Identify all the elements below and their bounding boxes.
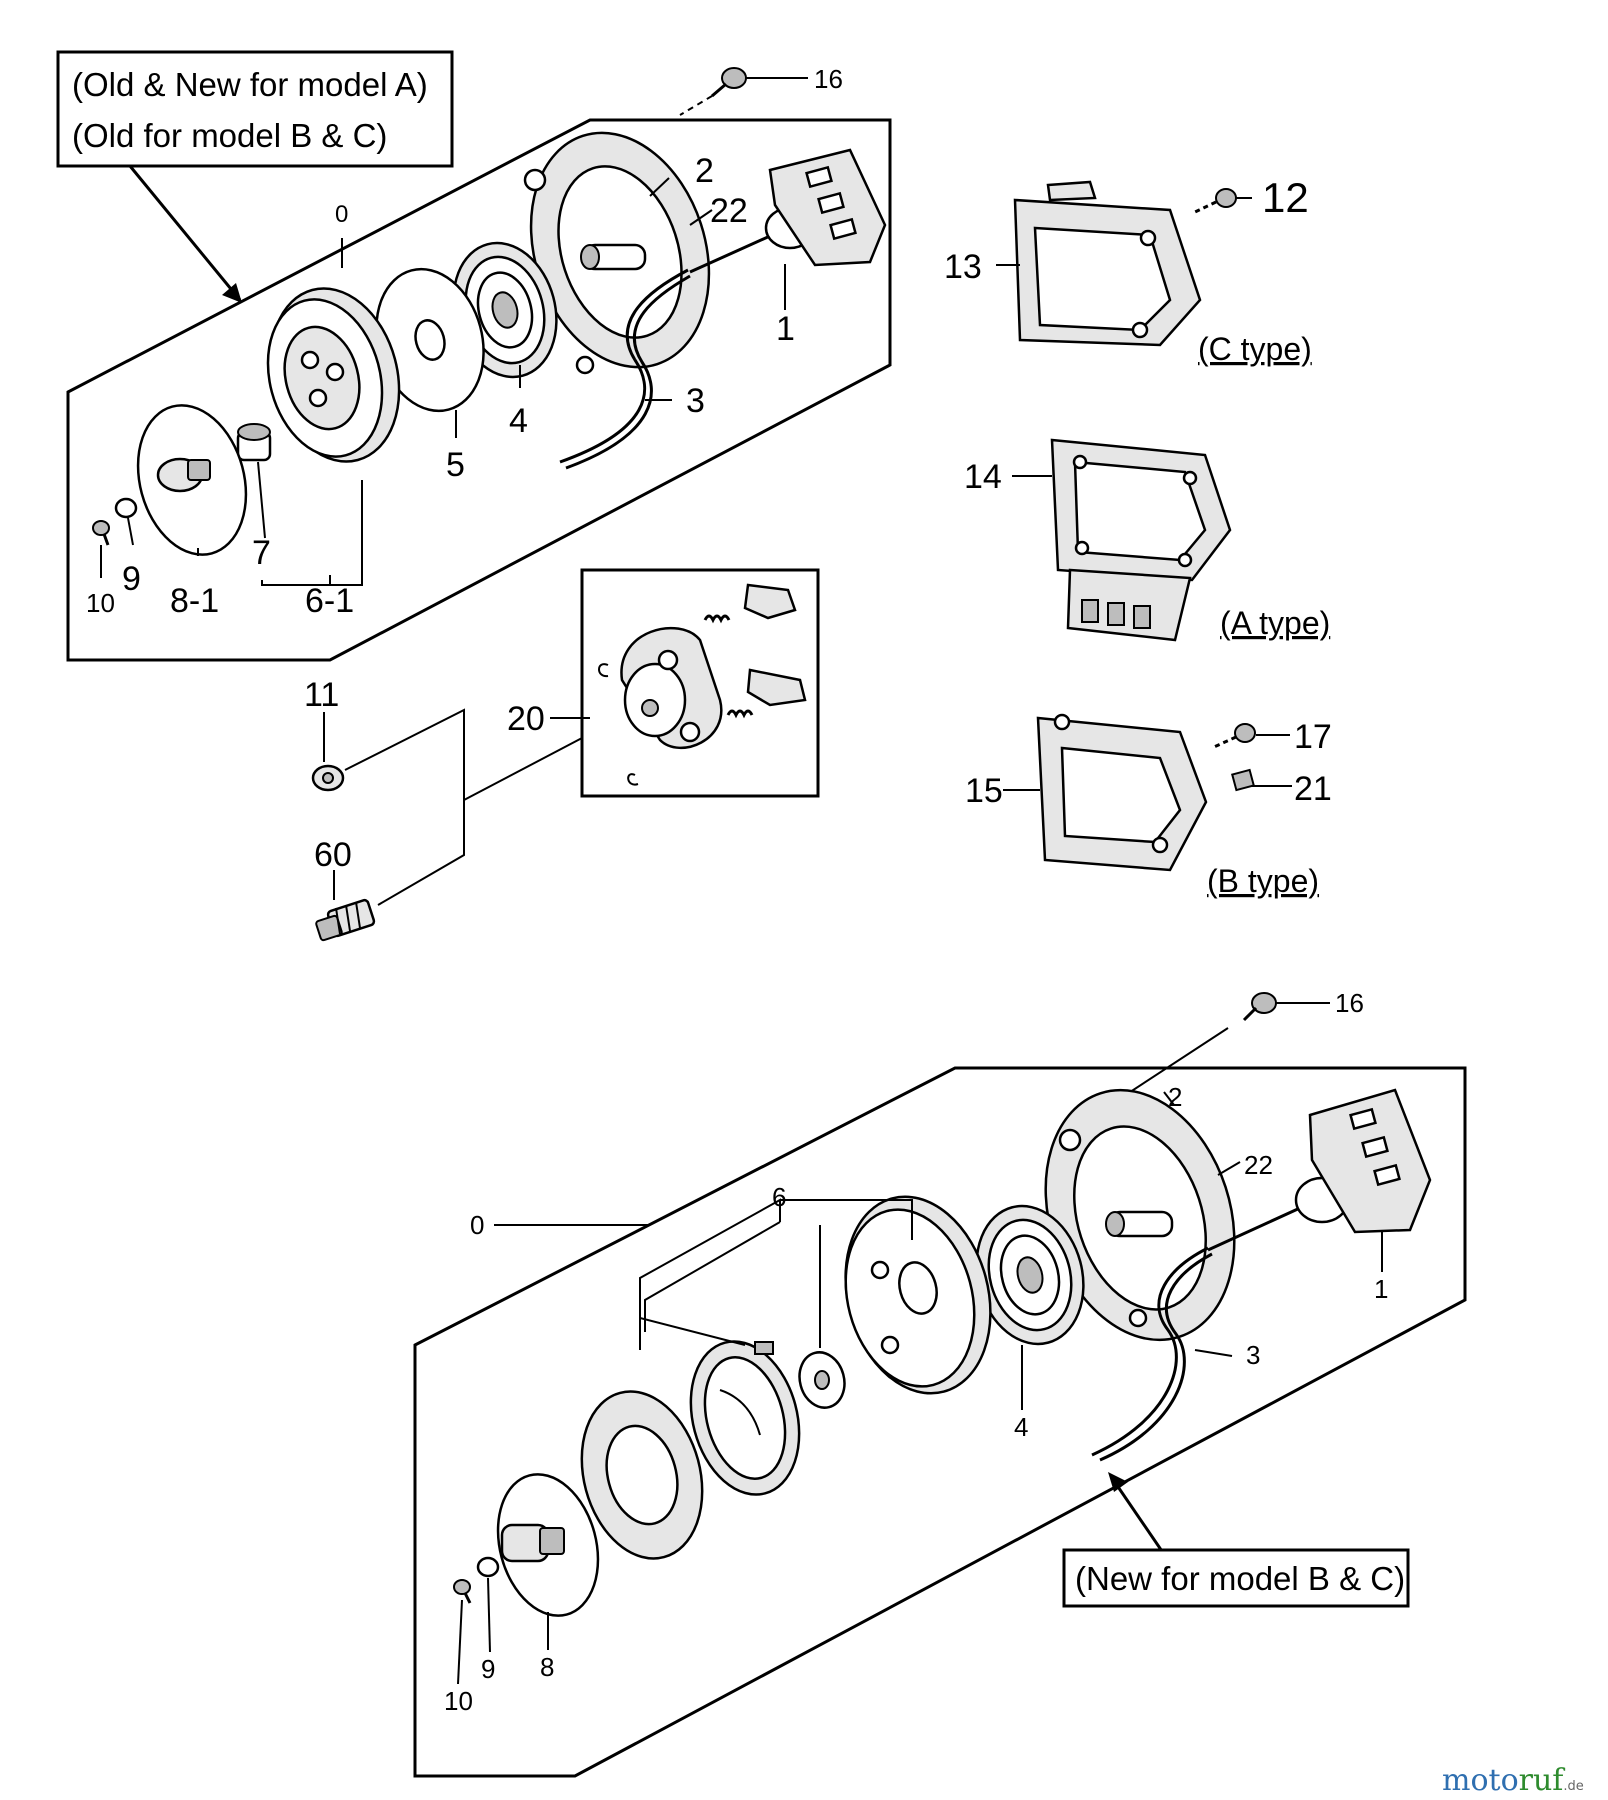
label-60: 60 [314, 836, 352, 874]
recoil-spring-top [452, 241, 558, 379]
label-13: 13 [944, 248, 982, 286]
top-label-0: 0 [335, 201, 348, 228]
bottom-label-9: 9 [481, 1654, 495, 1684]
label-20: 20 [507, 700, 545, 738]
bottom-note-arrowhead [1108, 1472, 1128, 1492]
starter-rope-top [559, 268, 689, 464]
ratchet-plate-bottom [496, 1473, 600, 1617]
screw-16-top [679, 67, 808, 116]
top-label-3: 3 [686, 382, 705, 420]
bottom-label-2: 2 [1168, 1082, 1182, 1112]
housing-c-type: 12 13 (C type) [944, 174, 1312, 367]
bottom-label-10: 10 [444, 1686, 473, 1716]
screw-10-bottom [453, 1579, 472, 1604]
washer-9-top [114, 497, 138, 519]
starter-rope-bottom [1091, 1246, 1209, 1457]
top-label-4: 4 [509, 402, 528, 440]
spring-case-bottom [689, 1340, 801, 1496]
label-11: 11 [304, 676, 339, 714]
top-note-line1: (Old & New for model A) [72, 66, 428, 103]
label-15: 15 [965, 772, 1003, 810]
bottom-label-22: 22 [1244, 1150, 1273, 1180]
bottom-label-1: 1 [1374, 1274, 1388, 1304]
ratchet-plate-top [136, 404, 248, 556]
starter-handle-top [689, 148, 887, 274]
bottom-assembly: (New for model B & C) 0 6 16 2 22 1 3 4 … [413, 988, 1467, 1778]
pulley-20 [598, 583, 807, 786]
friction-plate-bottom [580, 1390, 704, 1560]
bottom-label-8: 8 [540, 1652, 554, 1682]
recoil-spring-bottom [975, 1204, 1085, 1346]
starter-case-bottom [1044, 1088, 1236, 1342]
bottom-label-3: 3 [1246, 1340, 1260, 1370]
top-label-6-1: 6-1 [305, 582, 354, 620]
a-type-label: (A type) [1220, 605, 1330, 641]
top-label-2: 2 [695, 152, 714, 190]
washer-9-bottom [476, 1556, 500, 1578]
top-note-line2: (Old for model B & C) [72, 117, 387, 154]
top-note-arrowhead [222, 283, 242, 303]
washer-5-top [375, 267, 485, 413]
top-label-10: 10 [86, 588, 115, 618]
reel-bottom [844, 1195, 992, 1395]
spacer-7-top [236, 423, 272, 462]
top-label-8-1: 8-1 [170, 582, 219, 620]
reel-pulley-top [266, 287, 401, 463]
label-14: 14 [964, 458, 1002, 496]
housing-a-type: 14 (A type) [964, 438, 1330, 642]
svg-text:motoruf.de: motoruf.de [1442, 1763, 1584, 1798]
top-label-9: 9 [122, 560, 141, 598]
bottom-label-6: 6 [772, 1182, 786, 1212]
pulley-section: 20 11 60 [304, 568, 820, 942]
top-label-5: 5 [446, 446, 465, 484]
label-17: 17 [1294, 718, 1332, 756]
bottom-label-16: 16 [1335, 988, 1364, 1018]
housing-b-type: 15 17 21 (B type) [965, 713, 1332, 899]
screw-10-top [92, 520, 110, 546]
top-label-16: 16 [814, 64, 843, 94]
top-label-7: 7 [252, 534, 271, 572]
top-label-1: 1 [776, 310, 795, 348]
top-label-22: 22 [710, 192, 748, 230]
bottom-label-0: 0 [470, 1210, 484, 1240]
c-type-label: (C type) [1198, 331, 1312, 367]
bottom-note-box [1062, 1548, 1410, 1608]
bottom-assembly-outline [413, 1066, 1467, 1778]
label-21: 21 [1294, 770, 1332, 808]
watermark-logo: motoruf.de [1442, 1763, 1584, 1798]
label-12: 12 [1262, 174, 1309, 221]
bottom-note: (New for model B & C) [1075, 1560, 1405, 1597]
nut-11 [311, 764, 345, 792]
bottom-label-4: 4 [1014, 1412, 1028, 1442]
washer-bottom [798, 1351, 846, 1409]
b-type-label: (B type) [1207, 863, 1319, 899]
top-assembly: (Old & New for model A) (Old for model B… [56, 50, 892, 662]
starter-handle-bottom [1207, 1088, 1432, 1252]
bolt-60 [315, 898, 376, 942]
top-assembly-outline [66, 118, 892, 662]
top-note-box [56, 50, 454, 168]
